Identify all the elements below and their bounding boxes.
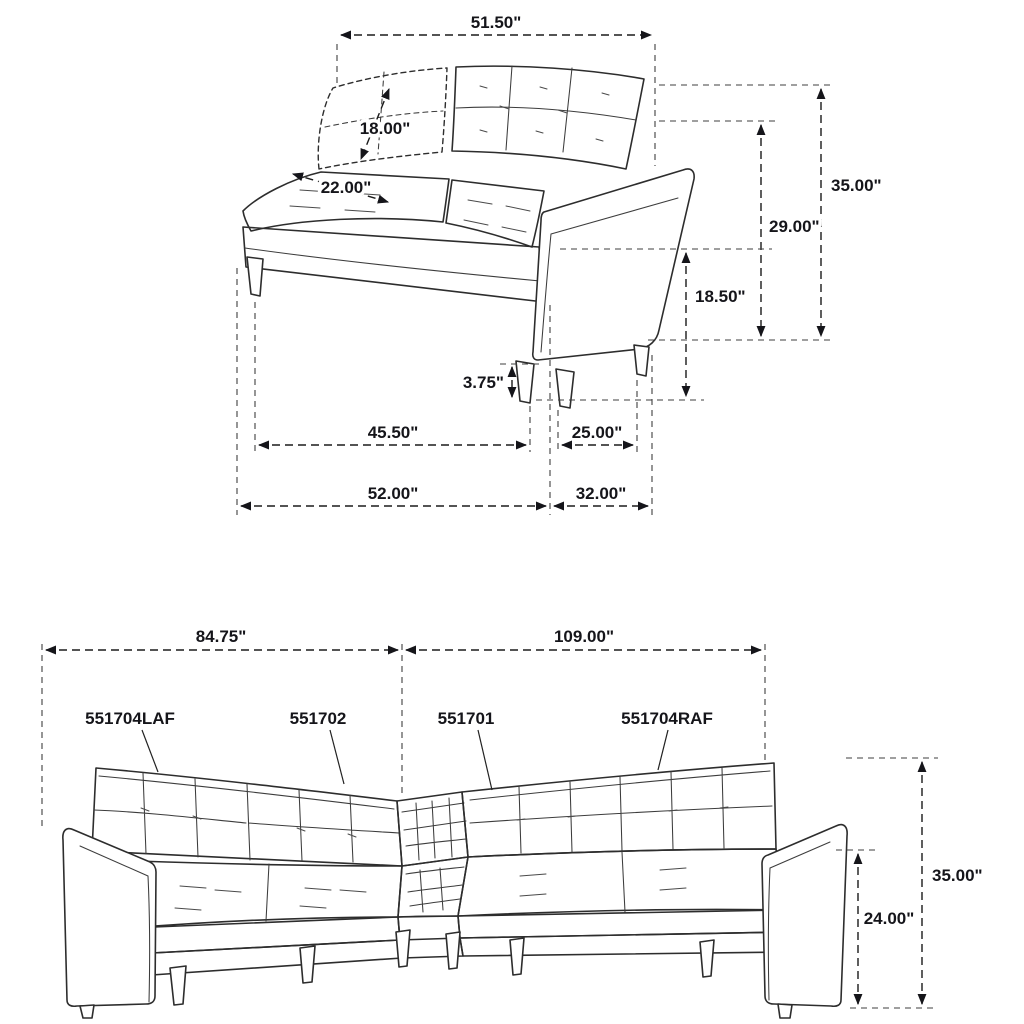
dim-loveseat-seat-width: 45.50" bbox=[254, 302, 531, 452]
loveseat-back-cushion-left-seams bbox=[324, 71, 444, 155]
loveseat-right-arm bbox=[531, 168, 695, 361]
sectional-right-back bbox=[461, 762, 777, 858]
dim-label-back-height: 29.00" bbox=[769, 217, 820, 236]
loveseat-right-arm-inner-edge bbox=[540, 197, 679, 353]
dim-loveseat-overall-height: 35.00" bbox=[648, 84, 885, 341]
loveseat-base bbox=[242, 226, 545, 303]
sectional-left-seat-front bbox=[129, 916, 401, 955]
dim-label-sectional-height: 35.00" bbox=[932, 866, 983, 885]
dim-label-seat-depth: 22.00" bbox=[321, 178, 372, 197]
sectional-left-arm-inner-edge bbox=[79, 845, 151, 1003]
dim-loveseat-base-depth: 25.00" bbox=[557, 380, 638, 452]
dim-loveseat-leg-height: 3.75" bbox=[459, 363, 542, 399]
dim-label-right-width: 109.00" bbox=[554, 627, 614, 646]
sectional-right-back-tufts bbox=[516, 806, 729, 821]
dim-loveseat-back-height: 29.00" bbox=[659, 120, 823, 338]
sectional-right-back-seams bbox=[469, 767, 773, 854]
dim-loveseat-seat-depth: 22.00" bbox=[291, 172, 390, 204]
extension-line bbox=[536, 248, 772, 401]
part-label-laf: 551704LAF bbox=[85, 709, 175, 728]
extension-line bbox=[236, 268, 551, 515]
sectional-left-back-seams bbox=[93, 772, 400, 863]
loveseat-drawing bbox=[242, 65, 695, 409]
sectional-corner-seat-grid bbox=[405, 866, 465, 913]
dim-sectional-arm-height: 24.00" bbox=[836, 849, 918, 1006]
sectional-leg-2 bbox=[299, 945, 316, 984]
dim-loveseat-top-width: 51.50" bbox=[336, 13, 656, 166]
loveseat-back-cushion-right bbox=[451, 65, 645, 170]
dim-loveseat-back-cushion: 18.00" bbox=[356, 87, 414, 161]
sectional-right-seat-seam bbox=[621, 851, 626, 913]
sectional-dimensions: 84.75" 109.00" 551704LAF 551702 551701 5… bbox=[41, 627, 986, 1009]
part-label-raf: 551704RAF bbox=[621, 709, 713, 728]
dim-sectional-right-width: 109.00" bbox=[404, 627, 766, 764]
loveseat-back-cushion-right-tufts bbox=[479, 85, 610, 142]
part-label-armless: 551701 bbox=[438, 709, 495, 728]
part-label-wedge: 551702 bbox=[290, 709, 347, 728]
extension-line bbox=[336, 44, 656, 166]
sectional-left-arm bbox=[62, 827, 157, 1008]
dim-label-overall-depth: 32.00" bbox=[576, 484, 627, 503]
loveseat-dimensions: 51.50" 18.00" 22.00" 35.00" 29 bbox=[236, 13, 885, 515]
sectional-right-seat bbox=[457, 848, 785, 917]
dim-loveseat-seat-height: 18.50" bbox=[536, 248, 772, 401]
dim-label-base-depth: 25.00" bbox=[572, 423, 623, 442]
dim-label-back-cushion: 18.00" bbox=[360, 119, 411, 138]
extension-line bbox=[254, 302, 531, 452]
dim-sectional-overall-height: 35.00" bbox=[846, 757, 986, 1009]
extension-line bbox=[846, 757, 938, 1009]
sectional-leg-6 bbox=[699, 939, 715, 978]
sectional-leg-3 bbox=[395, 929, 411, 968]
extension-line bbox=[648, 84, 834, 341]
dim-label-overall-width: 52.00" bbox=[368, 484, 419, 503]
loveseat-leg-back-right bbox=[633, 344, 650, 377]
loveseat-back-cushion-left bbox=[317, 67, 448, 170]
sectional-right-rail bbox=[459, 931, 789, 957]
dimension-line bbox=[291, 172, 390, 204]
loveseat-base-piping bbox=[244, 247, 541, 282]
sectional-left-back-tufts bbox=[140, 807, 357, 838]
dim-label-left-width: 84.75" bbox=[196, 627, 247, 646]
dim-label-top-width: 51.50" bbox=[471, 13, 522, 32]
sectional-left-back bbox=[91, 767, 403, 867]
sectional-leg-right-arm bbox=[777, 1003, 793, 1019]
sectional-corner-seat bbox=[397, 856, 469, 918]
sectional-leg-5 bbox=[509, 937, 525, 976]
leader-line-wedge bbox=[329, 729, 345, 785]
sectional-drawing bbox=[62, 762, 848, 1019]
dim-label-leg-height: 3.75" bbox=[463, 373, 504, 392]
dim-label-seat-height: 18.50" bbox=[695, 287, 746, 306]
sectional-leg-1 bbox=[169, 965, 187, 1006]
leader-line-laf bbox=[141, 729, 159, 773]
loveseat-figure: 51.50" 18.00" 22.00" 35.00" 29 bbox=[236, 13, 885, 515]
loveseat-seat-cushion-right bbox=[445, 179, 545, 248]
extension-line bbox=[557, 380, 638, 452]
leader-line-raf bbox=[657, 729, 669, 771]
sectional-left-seat-seam bbox=[265, 863, 270, 922]
leader-line-armless bbox=[477, 729, 493, 791]
sectional-part-labels: 551704LAF 551702 551701 551704RAF bbox=[85, 709, 713, 791]
sectional-right-seat-tufts bbox=[519, 867, 687, 897]
sectional-left-seat-tufts bbox=[174, 885, 367, 911]
sectional-figure: 84.75" 109.00" 551704LAF 551702 551701 5… bbox=[41, 627, 986, 1019]
sectional-right-arm-inner-edge bbox=[767, 841, 831, 1001]
loveseat-seat-cushion-right-tufts bbox=[463, 199, 531, 233]
loveseat-back-cushion-right-seams bbox=[455, 65, 637, 153]
sectional-leg-left-arm bbox=[79, 1004, 95, 1019]
dim-label-sectional-arm-height: 24.00" bbox=[864, 909, 915, 928]
extension-line bbox=[41, 644, 403, 830]
dim-label-overall-height: 35.00" bbox=[831, 176, 882, 195]
loveseat-leg-front-middle bbox=[515, 360, 535, 404]
sectional-leg-4 bbox=[445, 931, 461, 970]
dim-loveseat-overall-width: 52.00" bbox=[236, 268, 551, 515]
sectional-corner-back-grid bbox=[401, 797, 467, 861]
dim-loveseat-overall-depth: 32.00" bbox=[552, 355, 653, 515]
loveseat-leg-front-left bbox=[246, 256, 264, 297]
dim-label-seat-width: 45.50" bbox=[368, 423, 419, 442]
dim-sectional-left-width: 84.75" bbox=[41, 627, 403, 830]
sectional-right-arm bbox=[761, 823, 848, 1008]
loveseat-leg-front-right bbox=[555, 368, 575, 409]
